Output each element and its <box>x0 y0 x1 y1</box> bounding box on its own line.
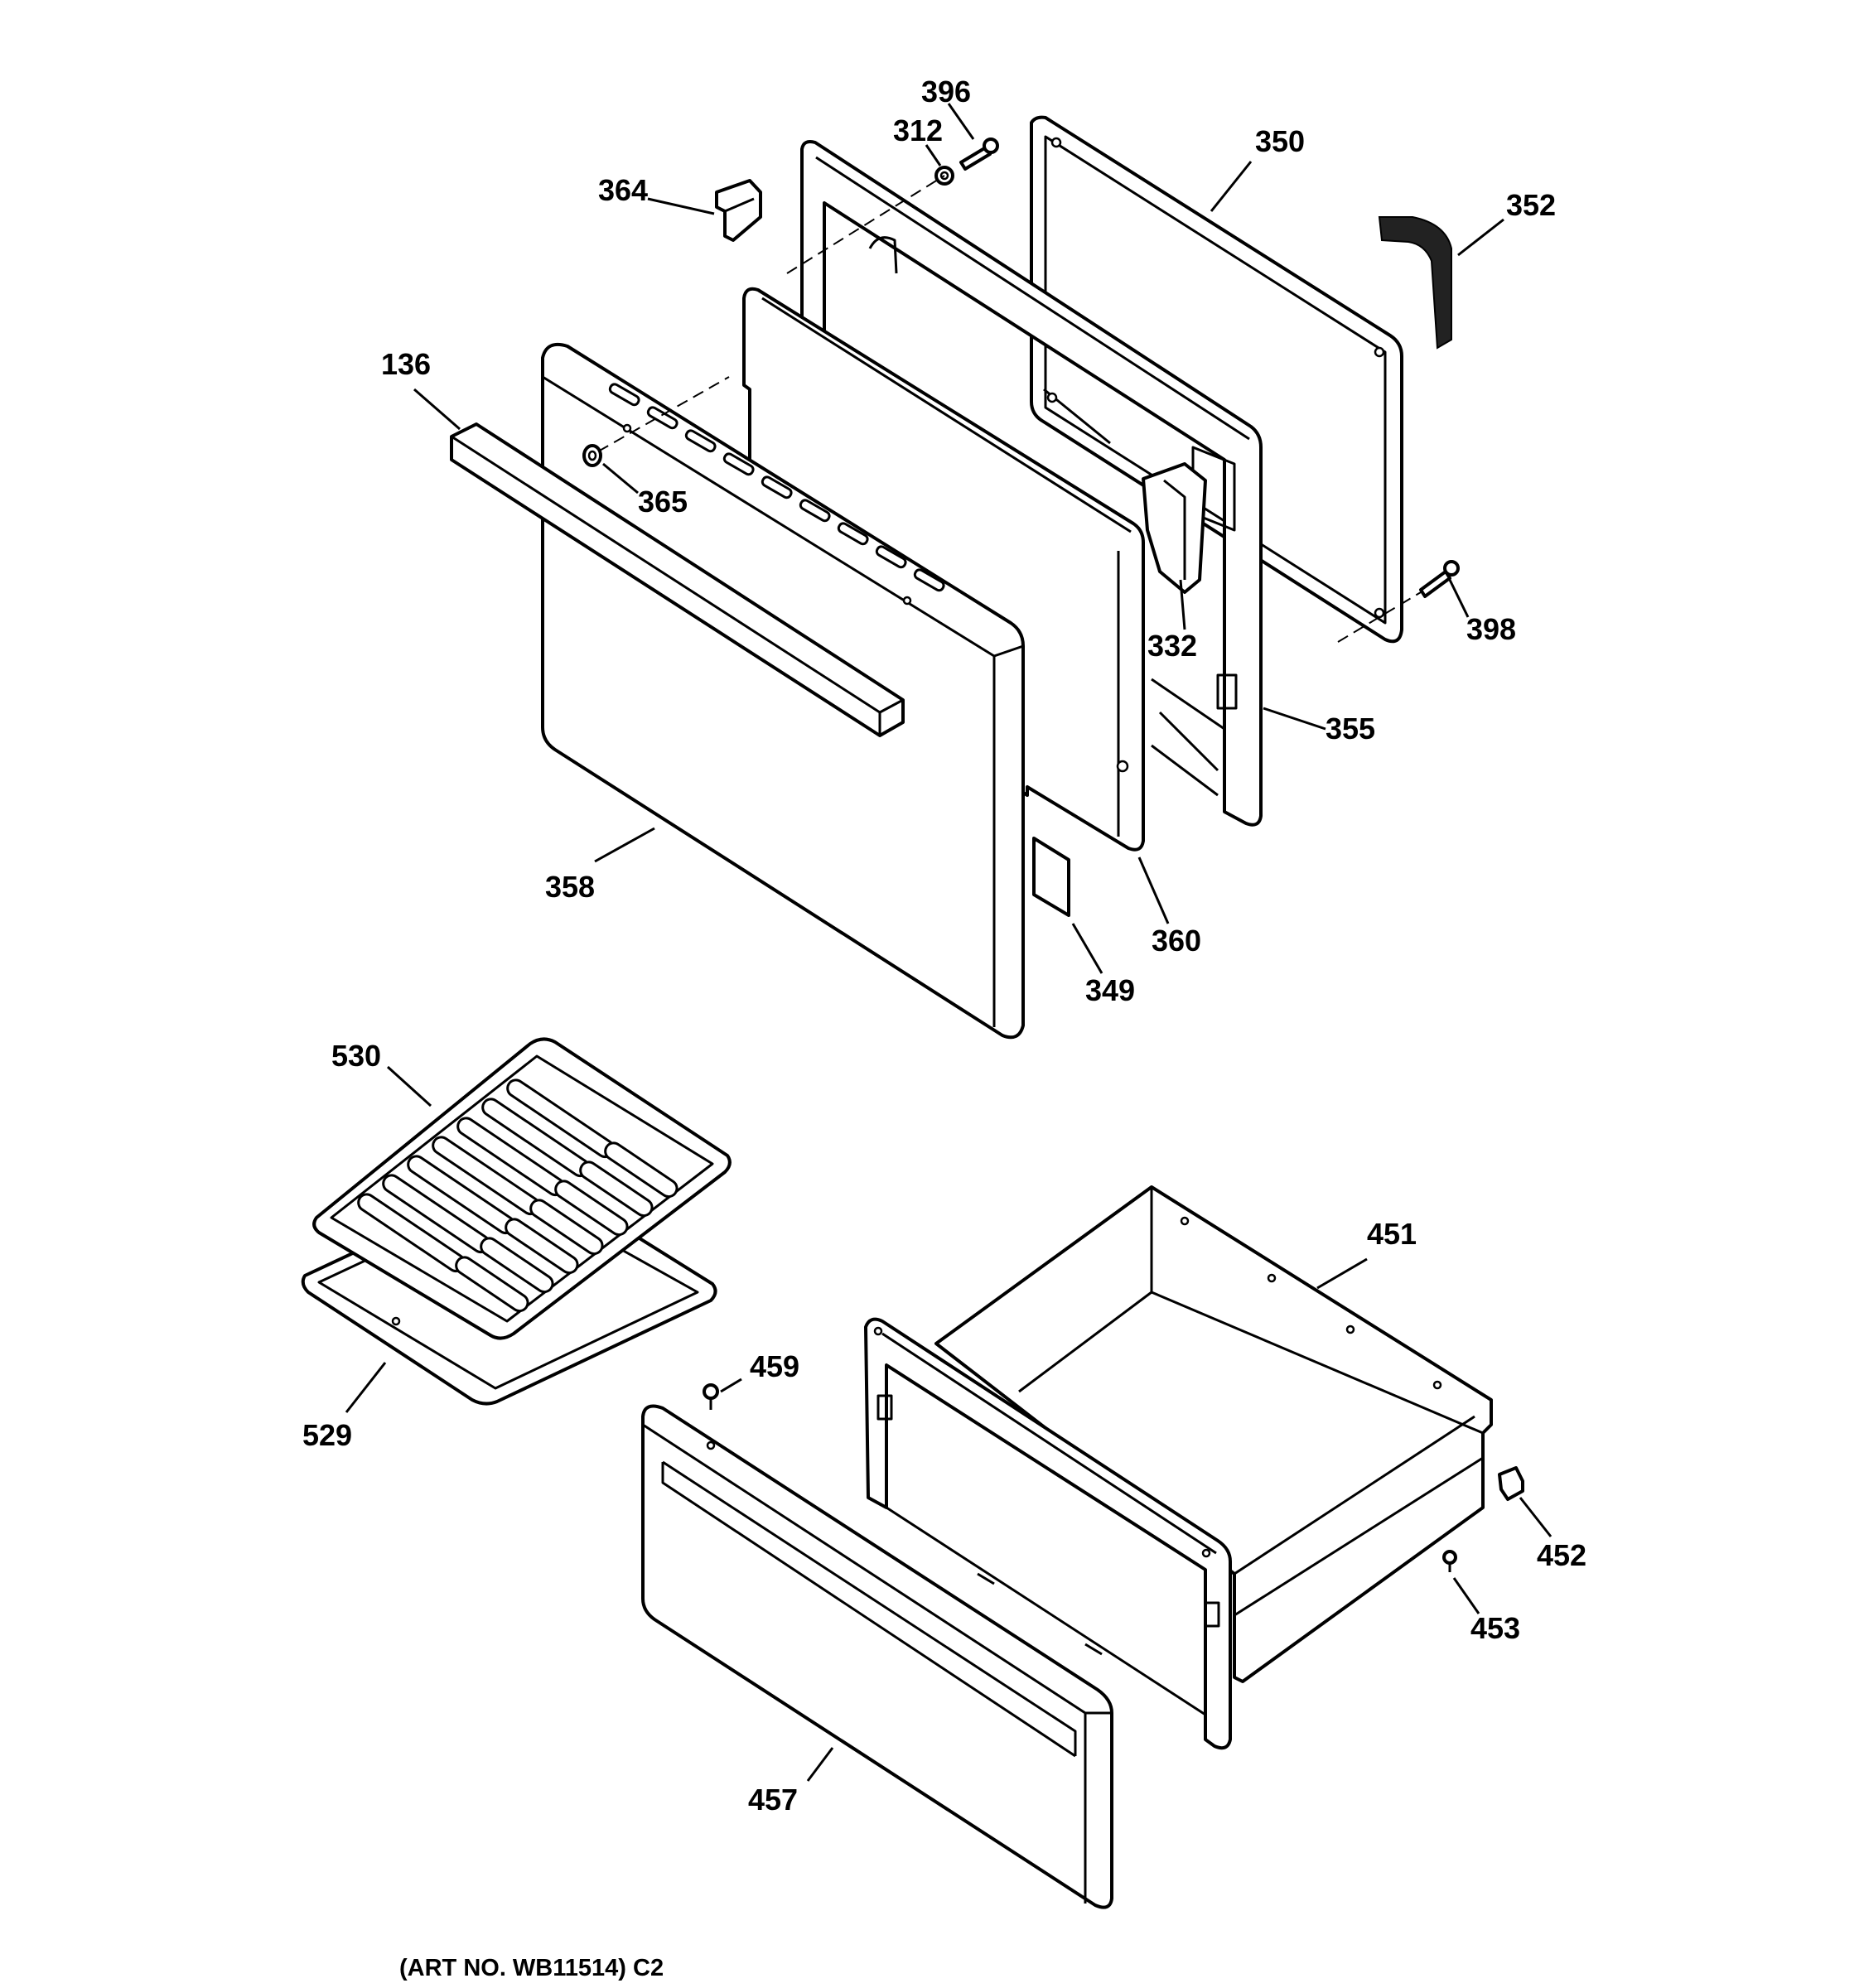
door-vent-slots <box>608 383 945 592</box>
outer-door-panel-358 <box>541 342 1025 1040</box>
drawer-front-panel-457 <box>641 1404 1113 1909</box>
clip-452 <box>1498 1466 1524 1501</box>
drawer-body-451 <box>934 1185 1493 1683</box>
part-labels: 396 312 350 364 352 136 365 332 398 355 … <box>302 75 1586 1817</box>
part-label-530: 530 <box>331 1039 381 1073</box>
screw-396 <box>959 138 999 171</box>
door-handle-136 <box>450 422 905 737</box>
nut-365 <box>582 444 602 467</box>
door-liner-360 <box>742 287 1145 852</box>
part-label-396: 396 <box>921 75 971 109</box>
part-label-453: 453 <box>1470 1611 1520 1645</box>
part-label-355: 355 <box>1326 712 1375 746</box>
part-label-529: 529 <box>302 1418 352 1452</box>
part-label-457: 457 <box>748 1783 798 1817</box>
label-349 <box>1032 837 1070 917</box>
part-label-398: 398 <box>1466 612 1516 646</box>
part-label-365: 365 <box>638 485 688 519</box>
part-label-136: 136 <box>381 347 431 381</box>
part-label-332: 332 <box>1147 629 1197 663</box>
hinge-bracket-364 <box>715 179 762 242</box>
part-label-358: 358 <box>545 870 595 904</box>
part-label-459: 459 <box>750 1349 799 1383</box>
part-label-360: 360 <box>1152 924 1201 958</box>
screw-398 <box>1419 560 1460 598</box>
part-label-451: 451 <box>1367 1217 1417 1251</box>
gasket-352 <box>1378 216 1452 350</box>
insulation-332 <box>1142 462 1207 594</box>
art-number-caption: (ART NO. WB11514) C2 <box>399 1955 664 1981</box>
part-label-364: 364 <box>598 173 648 207</box>
screw-453 <box>1442 1550 1457 1572</box>
part-label-452: 452 <box>1537 1538 1586 1572</box>
door-inner-frame-355 <box>800 140 1263 827</box>
broiler-grid-530 <box>312 1037 732 1340</box>
broiler-grid-slots <box>357 1078 678 1313</box>
leader-lines <box>345 103 1553 1782</box>
part-label-312: 312 <box>893 113 943 147</box>
screw-459 <box>703 1383 719 1410</box>
part-label-349: 349 <box>1085 973 1135 1007</box>
part-label-350: 350 <box>1255 124 1305 158</box>
part-label-352: 352 <box>1506 188 1556 222</box>
drawer-front-frame <box>864 1317 1232 1750</box>
